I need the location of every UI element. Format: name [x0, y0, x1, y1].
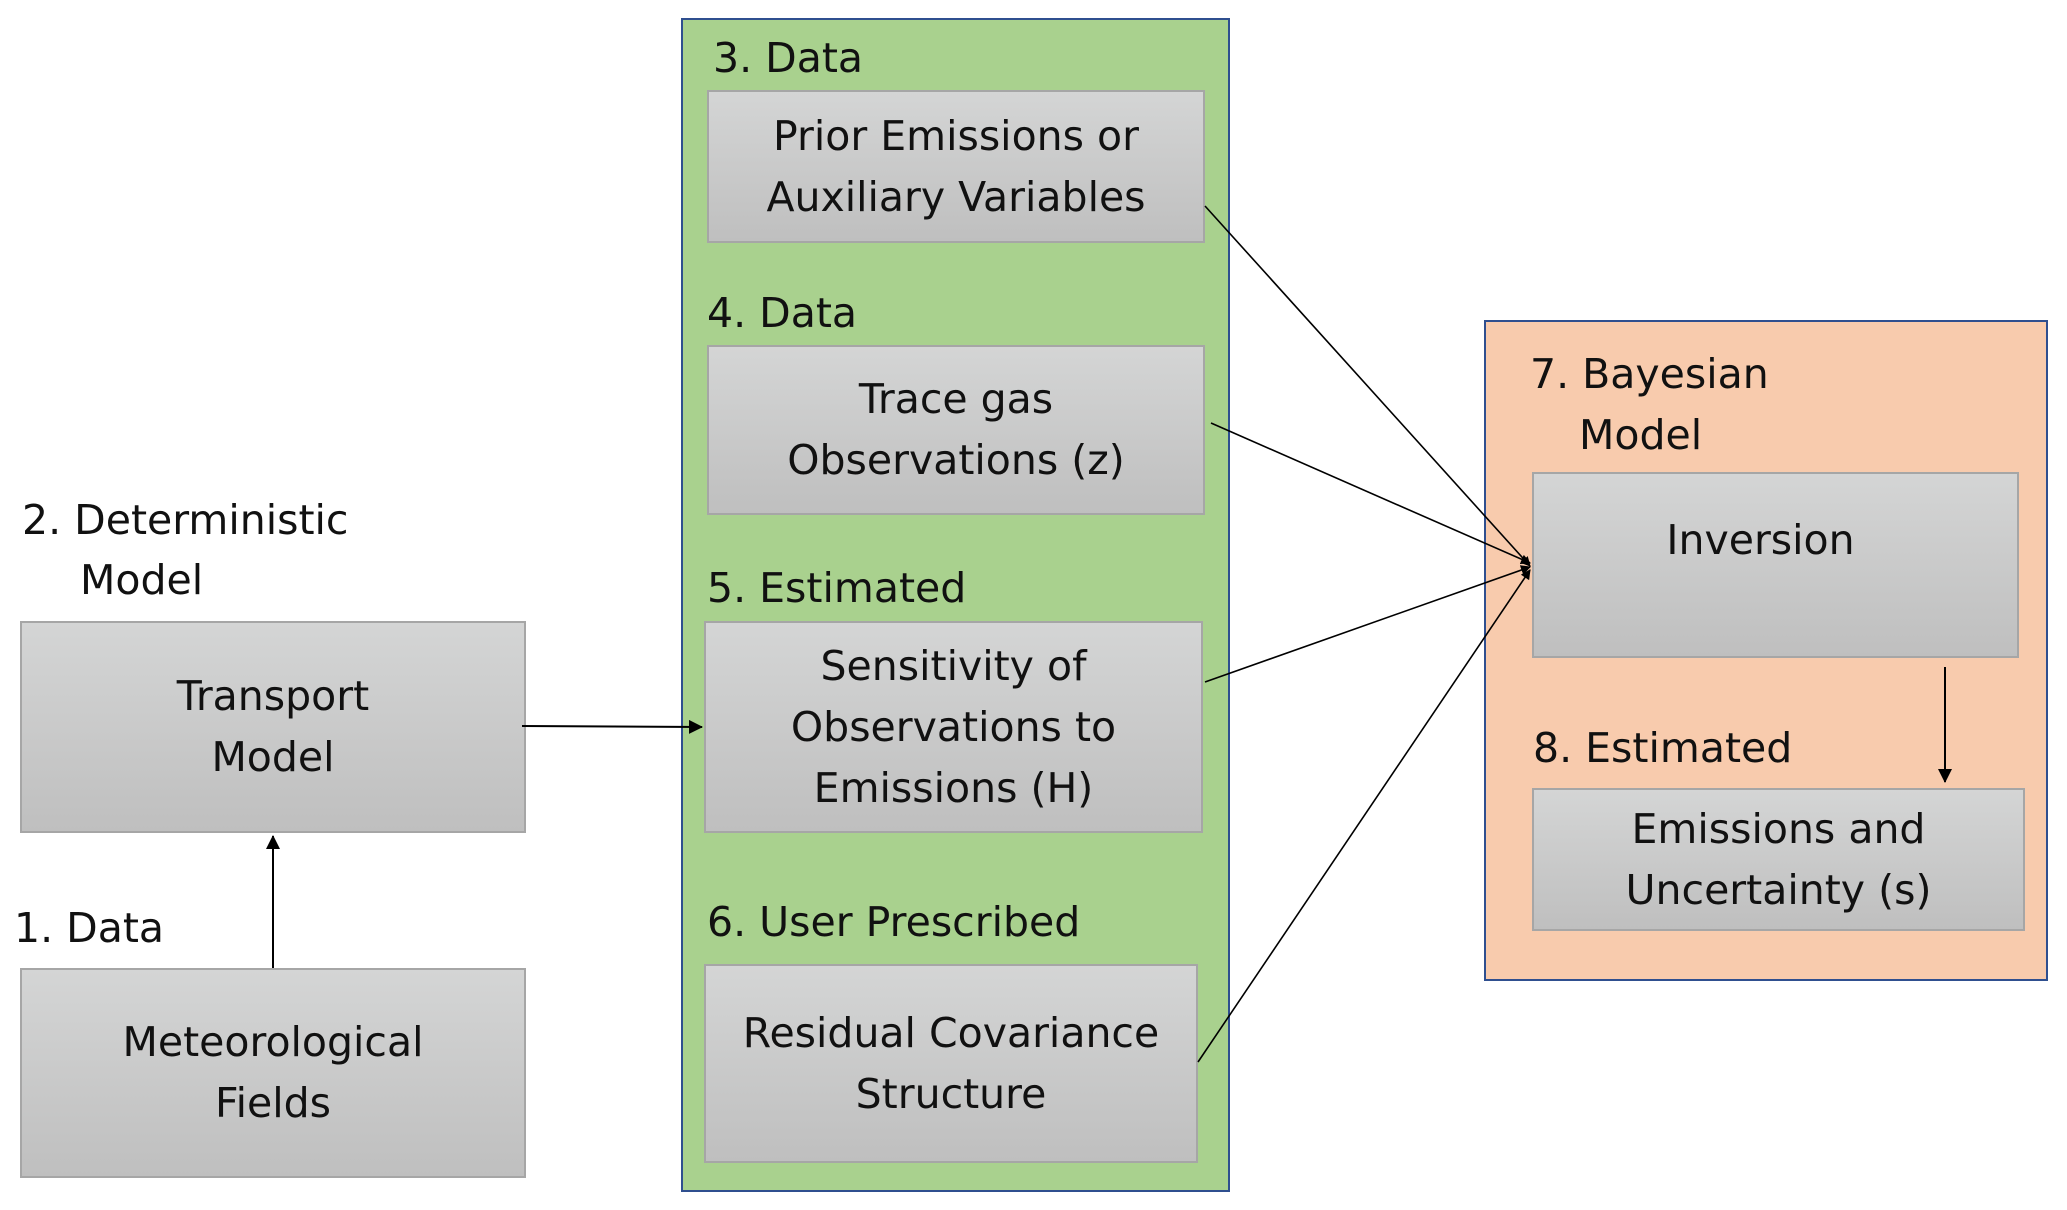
- step-6-label: 6. User Prescribed: [707, 898, 1081, 946]
- prior-emissions-box[interactable]: Prior Emissions or Auxiliary Variables: [707, 90, 1205, 243]
- box-text: Transport: [176, 672, 370, 720]
- box-text: Meteorological: [122, 1018, 424, 1066]
- box-text: Fields: [214, 1079, 331, 1127]
- inversion-box[interactable]: Inversion: [1532, 472, 2019, 658]
- box-text: Emissions (H): [813, 763, 1094, 812]
- box-text: Observations to: [790, 702, 1117, 751]
- box-text: Model: [211, 733, 335, 781]
- box-text: Emissions and: [1631, 804, 1926, 853]
- edge-residual-to-inversion: [1197, 569, 1531, 1063]
- edge-trace-to-inversion: [1210, 422, 1531, 564]
- box-text: Inversion: [1666, 516, 1855, 564]
- step-3-label: 3. Data: [713, 34, 864, 82]
- box-text: Auxiliary Variables: [766, 172, 1146, 221]
- edge-prior-to-inversion: [1204, 205, 1531, 567]
- step-1-label: 1. Data: [14, 904, 165, 952]
- step-7-label-line2: Model: [1579, 411, 1703, 459]
- step-2-label-line2: Model: [80, 556, 204, 604]
- step-8-label: 8. Estimated: [1533, 724, 1793, 772]
- edge-sensitivity-to-inversion: [1204, 565, 1531, 683]
- box-text: Residual Covariance: [742, 1008, 1160, 1057]
- box-text: Uncertainty (s): [1625, 865, 1932, 914]
- box-text: Structure: [855, 1069, 1047, 1118]
- box-text: Prior Emissions or: [773, 111, 1139, 160]
- box-text: Observations (z): [787, 436, 1125, 484]
- step-5-label: 5. Estimated: [707, 564, 967, 612]
- box-text: Trace gas: [858, 375, 1054, 423]
- sensitivity-box[interactable]: Sensitivity of Observations to Emissions (…: [704, 621, 1203, 833]
- edge-transport-to-sensitivity: [521, 719, 703, 734]
- step-7-label: 7. Bayesian: [1530, 350, 1769, 398]
- step-4-label: 4. Data: [707, 289, 858, 337]
- box-text: Sensitivity of: [820, 641, 1087, 690]
- step-2-label: 2. Deterministic: [22, 496, 349, 544]
